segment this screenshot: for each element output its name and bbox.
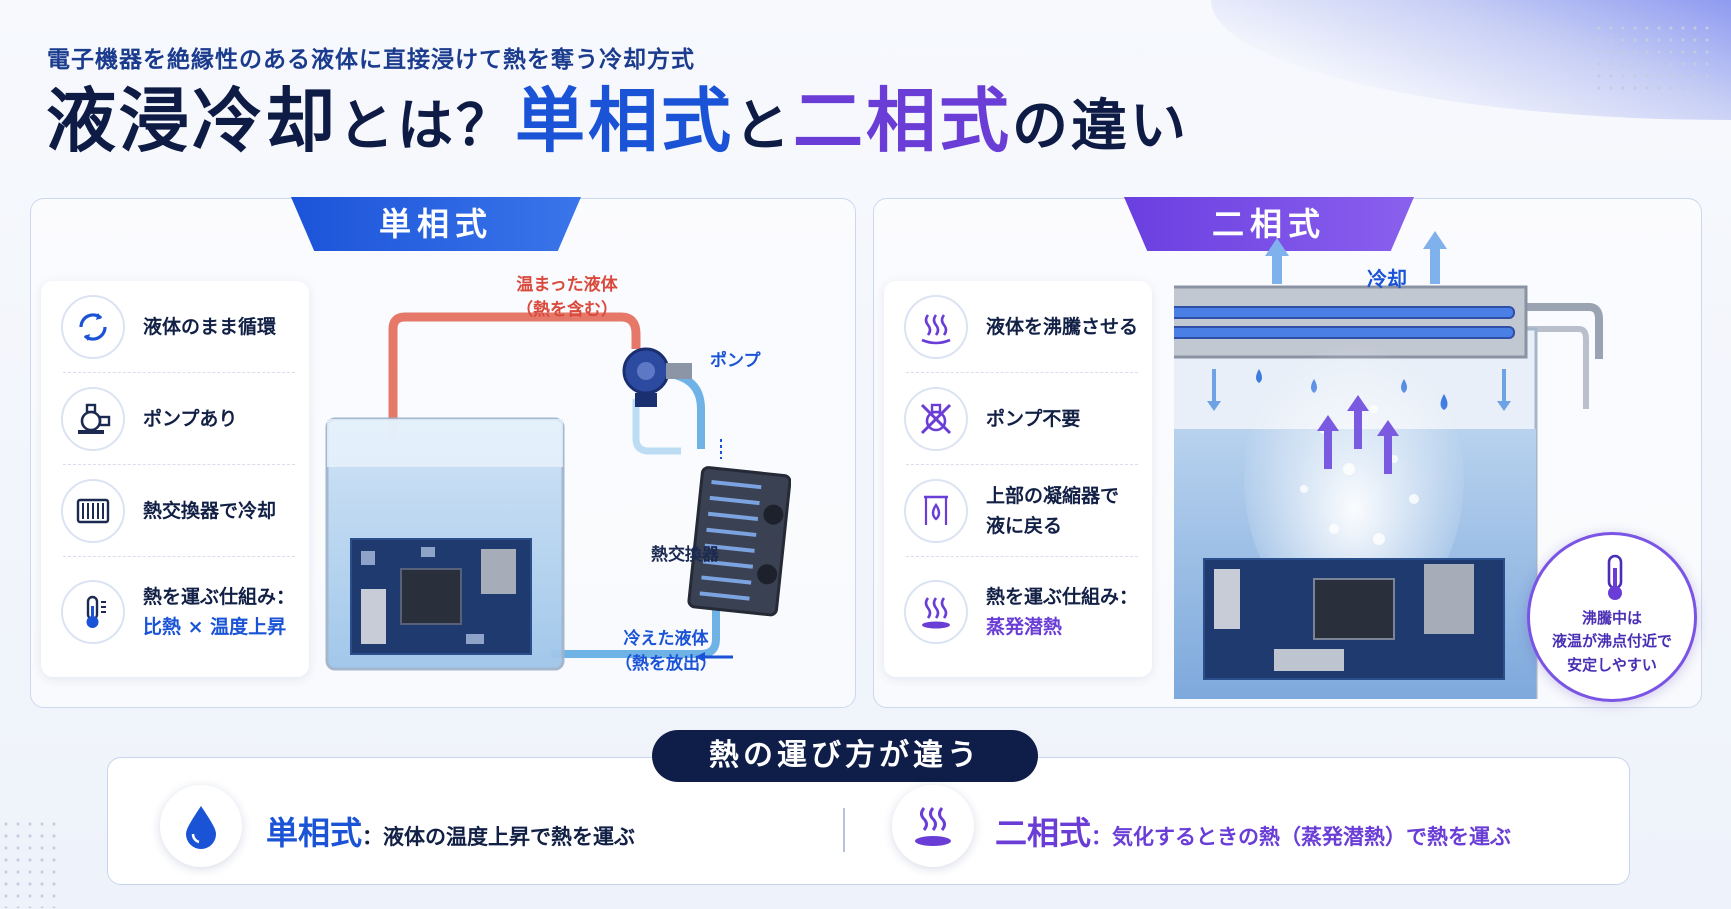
single-phase-feature-list: 液体のまま循環 ポンプあり 熱交換器で冷却 熱を運ぶ仕組み： 比熱 × 温度上昇 [41,281,309,677]
no-pump-icon [904,387,968,451]
two-phase-panel: 二相式 液体を沸騰させる ポンプ不要 上部の凝縮器で 液に戻る [873,198,1702,708]
cooling-label: 冷却 [1367,267,1407,291]
feature-item: ポンプ不要 [884,373,1152,465]
feature-text: 熱を運ぶ仕組み： 蒸発潜熱 [986,582,1138,643]
feature-line: 比熱 × 温度上昇 [143,616,287,638]
evaporation-icon [892,785,974,867]
summary-two: 二相式：気化するときの熱（蒸発潜熱）で熱を運ぶ [995,808,1511,854]
feature-line: 上部の凝縮器で [986,484,1120,507]
single-phase-illustration [325,312,791,671]
title-part: 単相式 [515,80,734,162]
evaporation-icon [904,580,968,644]
heat-exchanger-label: 熱交換器 [651,545,719,565]
droplet-icon [160,785,242,867]
badge-line: 安定しやすい [1567,655,1657,674]
feature-line: 蒸発潜熱 [986,616,1063,638]
single-phase-tab: 単相式 [291,197,581,251]
pump-label: ポンプ [710,351,761,371]
label-line: （熱を含む） [516,299,618,320]
two-phase-illustration [1174,231,1603,699]
thermometer-icon [61,580,125,644]
badge-text: 沸騰中は 液温が沸点付近で 安定しやすい [1530,607,1694,677]
summary-divider [843,808,845,852]
summary-single: 単相式：液体の温度上昇で熱を運ぶ [266,808,635,854]
summary-title: 熱の運び方が違う [652,730,1038,782]
summary-two-desc: ：気化するときの熱（蒸発潜熱）で熱を運ぶ [1091,825,1512,849]
summary-two-name: 二相式 [995,814,1092,852]
circulation-icon [61,295,125,359]
boiling-stability-badge: 沸騰中は 液温が沸点付近で 安定しやすい [1527,532,1697,702]
feature-text: ポンプ不要 [986,407,1081,430]
decorative-dots [0,818,60,908]
heat-exchanger-icon [61,479,125,543]
badge-line: 沸騰中は [1581,609,1642,627]
single-phase-panel: 単相式 液体のまま循環 ポンプあり 熱交換器で冷却 [30,198,856,708]
tab-label: 単相式 [378,205,493,243]
title-part: の違い [1012,94,1189,159]
feature-text: ポンプあり [143,407,238,430]
page-subtitle: 電子機器を絶縁性のある液体に直接浸けて熱を奪う冷却方式 [47,47,695,73]
feature-text: 熱を運ぶ仕組み： 比熱 × 温度上昇 [143,582,295,643]
droplet-return-icon [904,479,968,543]
feature-item: 熱を運ぶ仕組み： 比熱 × 温度上昇 [41,557,309,667]
title-part: 二相式 [793,80,1012,162]
badge-line: 液温が沸点付近で [1551,632,1672,651]
summary-single-name: 単相式 [266,814,363,852]
feature-text: 熱交換器で冷却 [143,499,277,522]
title-part: と [734,94,793,159]
feature-text: 液体のまま循環 [143,315,277,338]
cool-liquid-label: 冷えた液体 （熱を放出） [615,627,717,676]
feature-item: 液体を沸騰させる [884,281,1152,373]
decorative-dots [1593,22,1713,92]
label-line: 温まった液体 [516,275,618,295]
title-part: 液浸冷却 [46,80,338,162]
two-phase-feature-list: 液体を沸騰させる ポンプ不要 上部の凝縮器で 液に戻る 熱 [884,281,1152,677]
label-line: （熱を放出） [615,653,717,674]
feature-item: 熱を運ぶ仕組み： 蒸発潜熱 [884,557,1152,667]
feature-item: ポンプあり [41,373,309,465]
feature-line: 熱を運ぶ仕組み： [143,585,296,608]
feature-item: 熱交換器で冷却 [41,465,309,557]
pump-icon [61,387,125,451]
feature-item: 液体のまま循環 [41,281,309,373]
summary-single-desc: ：液体の温度上昇で熱を運ぶ [362,825,636,849]
feature-line: 液に戻る [986,515,1063,537]
feature-text: 上部の凝縮器で 液に戻る [986,481,1119,542]
boiling-icon [904,295,968,359]
label-line: 冷えた液体 [623,629,709,649]
title-part: とは？ [338,94,515,159]
feature-item: 上部の凝縮器で 液に戻る [884,465,1152,557]
feature-line: 熱を運ぶ仕組み： [986,585,1139,608]
page-title: 液浸冷却とは？単相式と二相式の違い [46,86,1189,156]
hot-liquid-label: 温まった液体 （熱を含む） [516,273,618,322]
feature-text: 液体を沸騰させる [986,315,1139,338]
thermometer-icon [1607,554,1623,600]
